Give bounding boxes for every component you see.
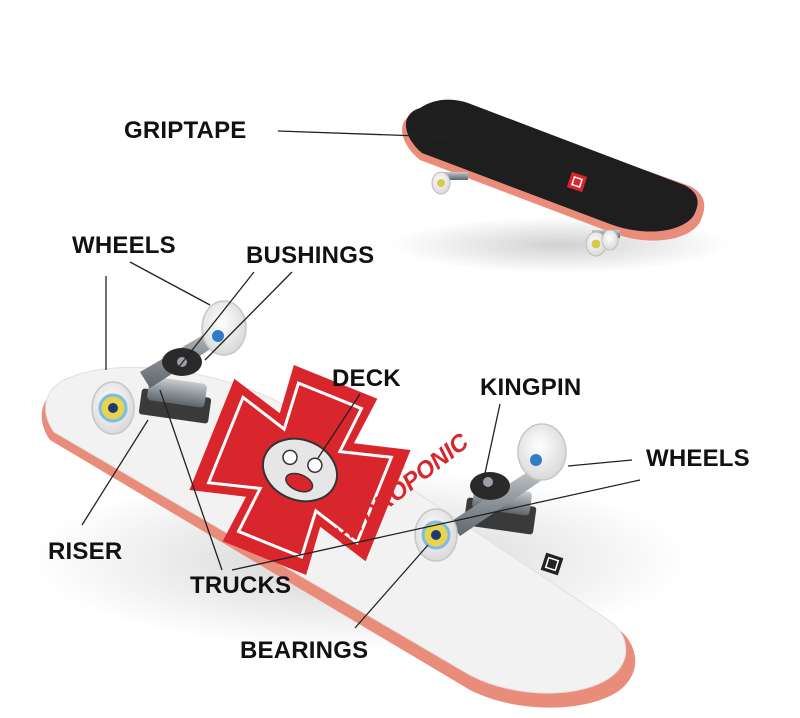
label-kingpin: KINGPIN — [480, 374, 582, 401]
label-bearings: BEARINGS — [240, 637, 369, 664]
top-wheel-rear-2 — [601, 229, 619, 251]
leader-wheels-top-1 — [129, 261, 211, 306]
top-wheel-front-core — [437, 179, 445, 187]
top-wheel-rear-core — [591, 239, 601, 249]
leader-bearings — [354, 544, 429, 629]
leader-deck — [317, 393, 361, 459]
rear-wheel-upper-bearing — [530, 454, 542, 466]
rear-wheel-upper — [517, 423, 567, 481]
leader-trucks-2 — [231, 479, 641, 571]
leader-griptape — [277, 130, 449, 138]
leader-lines — [81, 130, 641, 629]
label-wheels-right: WHEELS — [646, 445, 750, 472]
front-wheel-upper-bearing — [212, 330, 224, 342]
front-baseplate — [147, 376, 207, 408]
leader-bushings-2 — [177, 271, 255, 369]
label-griptape: GRIPTAPE — [124, 117, 247, 144]
deck-logo-icon — [540, 552, 564, 576]
mascot-eye-right — [307, 457, 323, 473]
mascot-eye-left — [282, 449, 298, 466]
label-wheels-top: WHEELS — [72, 232, 176, 259]
label-riser: RISER — [48, 538, 123, 565]
main-skateboard: HYDROPONIC — [30, 300, 690, 708]
leader-riser — [81, 419, 149, 526]
label-trucks: TRUCKS — [190, 572, 292, 599]
leader-kingpin — [483, 403, 501, 479]
label-bushings: BUSHINGS — [246, 242, 375, 269]
mascot-mouth — [285, 472, 314, 493]
leader-bushings-1 — [204, 271, 293, 361]
leader-wheels-right — [567, 459, 633, 467]
top-truck-front — [442, 172, 468, 180]
griptape-surface — [405, 99, 698, 232]
deck-graphic — [189, 365, 411, 575]
top-skateboard — [390, 99, 730, 273]
label-deck: DECK — [332, 365, 401, 392]
leader-trucks-1 — [159, 389, 223, 571]
mascot-head — [262, 437, 338, 503]
brand-logo-icon — [566, 171, 588, 193]
rear-hanger — [450, 464, 548, 536]
rear-wheel-lower-bearing — [431, 530, 441, 540]
front-wheel-upper — [201, 300, 247, 356]
front-wheel-lower-bearing — [108, 403, 118, 413]
rear-kingpin — [483, 477, 493, 487]
